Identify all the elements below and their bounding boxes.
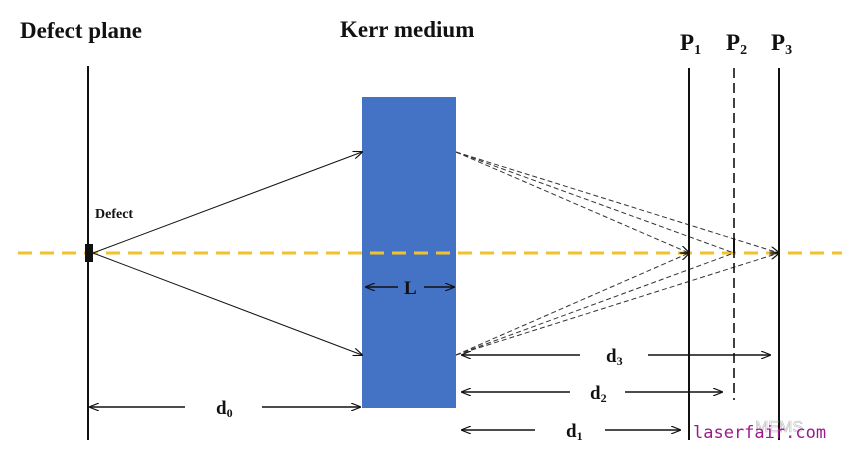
d1-label: d1 [566, 421, 583, 443]
ray-upper [92, 152, 362, 254]
refracted-rays [455, 151, 779, 356]
p3-label: P3 [771, 30, 792, 58]
p1-label: P1 [680, 30, 701, 58]
d2-label: d2 [590, 383, 607, 405]
length-label: L [404, 278, 417, 299]
d3-label: d3 [606, 346, 623, 368]
defect-plane-title: Defect plane [20, 18, 142, 43]
d0-label: d0 [216, 398, 233, 420]
kerr-medium-title: Kerr medium [340, 17, 474, 42]
p2-label: P2 [726, 30, 747, 58]
defect-label: Defect [95, 207, 133, 222]
ray-lower [92, 252, 362, 355]
dimension-arrows [90, 287, 770, 430]
watermark-faint: MEMS [755, 419, 803, 436]
defect-marker [85, 244, 93, 262]
watermark: laserfair.com [693, 423, 826, 443]
